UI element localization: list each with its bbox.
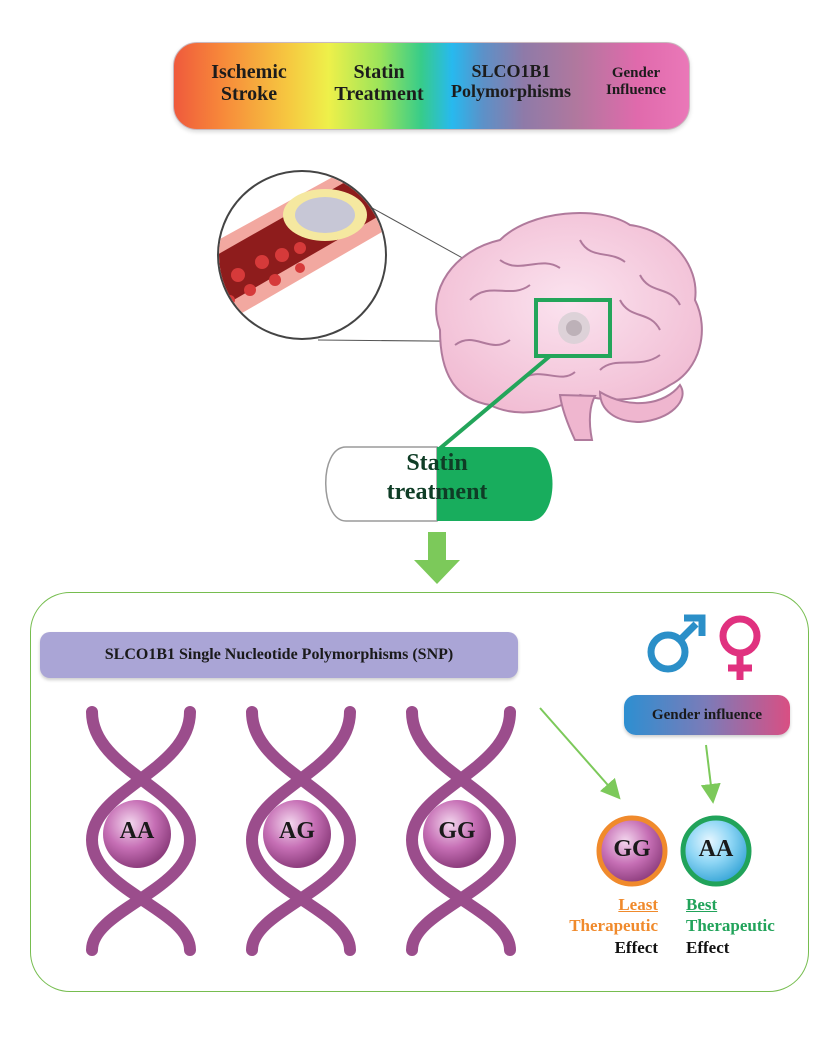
snp-title-bar: SLCO1B1 Single Nucleotide Polymorphisms … (40, 632, 518, 678)
brain-illustration (435, 212, 703, 441)
results-frame (30, 592, 809, 992)
gender-influence-bar: Gender influence (624, 695, 790, 735)
genotype-ball-ag (263, 800, 331, 868)
dna-helix-ag (245, 706, 357, 956)
genotype-label-aa: AA (119, 818, 155, 844)
female-symbol-icon (719, 615, 761, 680)
topic-banner: Ischemic Stroke Statin Treatment SLCO1B1… (173, 42, 690, 130)
genotype-label-ag: AG (279, 818, 315, 844)
result-ball-best (680, 815, 752, 887)
male-symbol-icon (647, 614, 706, 673)
banner-gender-influence: Gender Influence (606, 65, 666, 98)
banner-statin-treatment: Statin Treatment (334, 61, 424, 106)
result-ball-least (596, 815, 668, 887)
least-effect-text: Least Therapeutic Effect (540, 894, 658, 958)
least-line2: Therapeutic (569, 916, 658, 936)
best-line3: Effect (686, 937, 730, 957)
genotype-ball-gg (423, 800, 491, 868)
arrow-to-least (539, 707, 621, 800)
result-label-best: AA (698, 836, 734, 862)
banner-ischemic-stroke: Ischemic Stroke (211, 61, 287, 106)
dna-helix-gg (405, 706, 517, 956)
genotype-label-gg: GG (438, 818, 476, 844)
arrow-to-best (700, 744, 721, 804)
statin-pill (325, 446, 553, 522)
connector-line (436, 354, 552, 452)
least-line3: Effect (614, 937, 658, 957)
genotype-ball-aa (103, 800, 171, 868)
pill-label: Statin treatment (386, 450, 488, 505)
banner-slco1b1-polymorphisms: SLCO1B1 Polymorphisms (450, 61, 571, 102)
focus-box (534, 298, 612, 358)
down-arrow-icon (414, 532, 460, 584)
best-line1: Best (686, 895, 718, 914)
best-effect-text: Best Therapeutic Effect (686, 894, 806, 958)
result-label-least: GG (613, 836, 651, 862)
best-line2: Therapeutic (686, 916, 775, 936)
dna-helix-aa (85, 706, 197, 956)
artery-magnifier (217, 170, 387, 340)
least-line1: Least (618, 895, 658, 914)
